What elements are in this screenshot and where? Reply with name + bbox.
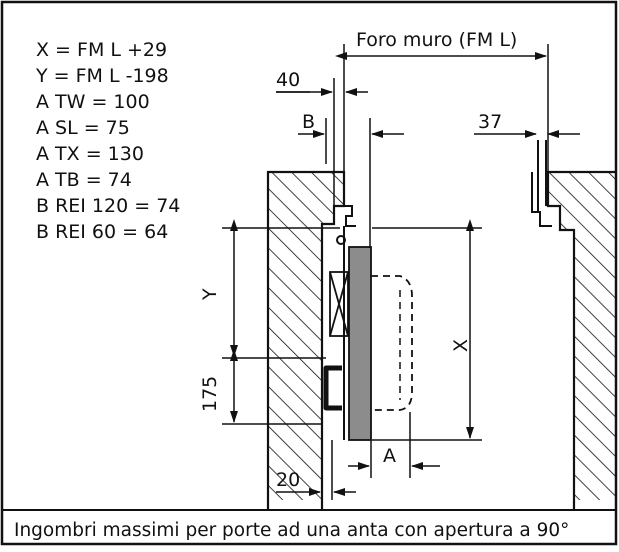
label-b: B bbox=[302, 111, 315, 133]
dim-b bbox=[298, 118, 404, 248]
caption: Ingombri massimi per porte ad una anta c… bbox=[14, 520, 569, 541]
right-wall bbox=[546, 170, 616, 510]
label-y: Y bbox=[199, 288, 221, 301]
legend-line: A TX = 130 bbox=[36, 143, 144, 165]
dim-x bbox=[372, 219, 482, 441]
lock-box bbox=[329, 271, 349, 337]
legend: X = FM L +29 Y = FM L -198 A TW = 100 A … bbox=[35, 39, 180, 243]
dim-wall-opening bbox=[335, 44, 549, 172]
label-175: 175 bbox=[199, 376, 221, 412]
label-20: 20 bbox=[276, 469, 300, 491]
dim-40 bbox=[276, 78, 368, 206]
legend-line: A TB = 74 bbox=[36, 169, 132, 191]
dim-20 bbox=[276, 440, 356, 500]
door-frame bbox=[336, 140, 552, 440]
dim-y bbox=[222, 219, 340, 425]
door-leaf bbox=[348, 246, 372, 441]
label-wall-opening: Foro muro (FM L) bbox=[356, 29, 517, 51]
label-40: 40 bbox=[276, 69, 300, 91]
legend-line: A SL = 75 bbox=[36, 117, 130, 139]
left-wall bbox=[266, 170, 346, 510]
legend-line: B REI 60 = 64 bbox=[36, 221, 168, 243]
dim-a bbox=[348, 412, 440, 478]
legend-line: A TW = 100 bbox=[36, 91, 150, 113]
label-a: A bbox=[383, 445, 396, 467]
panic-bar-outline bbox=[371, 275, 413, 411]
legend-line: Y = FM L -198 bbox=[35, 65, 169, 87]
legend-line: X = FM L +29 bbox=[36, 39, 167, 61]
label-37: 37 bbox=[478, 111, 502, 133]
label-x: X bbox=[450, 339, 472, 352]
door-handle bbox=[323, 365, 342, 411]
legend-line: B REI 120 = 74 bbox=[36, 195, 180, 217]
